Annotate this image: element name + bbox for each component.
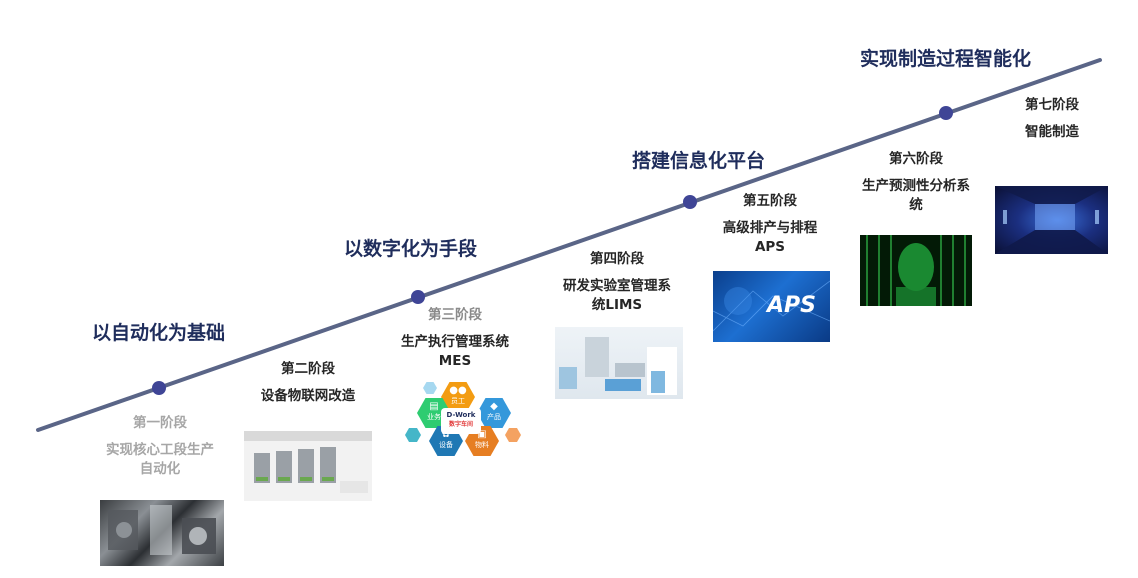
stage-1-desc: 实现核心工段生产自动化 <box>106 442 214 477</box>
stage-5-title: 第五阶段 <box>743 193 797 209</box>
dwork-center: D-Work 数字车间 <box>441 408 481 434</box>
timeline-dot-1 <box>152 381 166 395</box>
stage-1-image-machinery <box>100 500 224 566</box>
stage-7: 第七阶段 智能制造 <box>1012 96 1092 142</box>
stage-6-desc: 生产预测性分析系统 <box>862 178 970 213</box>
aps-logo-text: APS <box>767 293 816 318</box>
stage-5-image-aps: APS <box>713 271 830 342</box>
hex-accent-right <box>505 428 521 442</box>
stage-2-title: 第二阶段 <box>281 361 335 377</box>
stage-3: 第三阶段 生产执行管理系统MES <box>395 306 515 371</box>
stage-2-desc: 设备物联网改造 <box>260 388 356 404</box>
stage-2: 第二阶段 设备物联网改造 <box>250 360 366 406</box>
dwork-brand: D-Work <box>446 411 476 419</box>
heading-information-platform: 搭建信息化平台 <box>632 150 766 172</box>
heading-digitalization: 以数字化为手段 <box>344 238 478 260</box>
stage-7-desc: 智能制造 <box>1025 124 1079 140</box>
hex-accent-left <box>405 428 421 442</box>
timeline-dot-3 <box>683 195 697 209</box>
hex-product: ◆产品 <box>477 398 511 428</box>
stage-3-image-dwork-diagram: ●●员工 ▤业务 ◆产品 ✿设备 ▣物料 D-Work 数字车间 <box>395 378 525 458</box>
stage-1-title: 第一阶段 <box>133 415 187 431</box>
stage-6: 第六阶段 生产预测性分析系统 <box>856 150 976 215</box>
stage-3-desc: 生产执行管理系统MES <box>401 334 509 369</box>
heading-intelligent-manufacturing: 实现制造过程智能化 <box>860 48 1032 70</box>
stage-7-image-smart-factory <box>995 186 1108 254</box>
timeline-dot-2 <box>411 290 425 304</box>
stage-4: 第四阶段 研发实验室管理系统LIMS <box>560 250 674 315</box>
people-icon: ●● <box>449 385 467 396</box>
stage-6-image-predictive-analytics <box>860 235 972 306</box>
tag-icon: ◆ <box>490 401 498 412</box>
stage-2-image-iot-equipment <box>244 431 372 501</box>
timeline-dot-4 <box>939 106 953 120</box>
stage-3-title: 第三阶段 <box>428 307 482 323</box>
document-icon: ▤ <box>429 401 439 412</box>
stage-1: 第一阶段 实现核心工段生产自动化 <box>100 414 220 479</box>
timeline-line <box>36 58 1102 432</box>
cart-icon: ▣ <box>477 429 487 440</box>
stage-5: 第五阶段 高级排产与排程APS <box>710 192 830 257</box>
dwork-subtitle: 数字车间 <box>448 421 473 428</box>
stage-5-desc: 高级排产与排程APS <box>722 220 818 255</box>
stage-6-title: 第六阶段 <box>889 151 943 167</box>
stage-4-image-laboratory <box>555 327 683 399</box>
hex-accent-top <box>423 382 437 394</box>
stage-4-desc: 研发实验室管理系统LIMS <box>563 278 671 313</box>
heading-automation: 以自动化为基础 <box>92 322 226 344</box>
stage-4-title: 第四阶段 <box>590 251 644 267</box>
stage-7-title: 第七阶段 <box>1025 97 1079 113</box>
gear-icon: ✿ <box>441 429 451 440</box>
